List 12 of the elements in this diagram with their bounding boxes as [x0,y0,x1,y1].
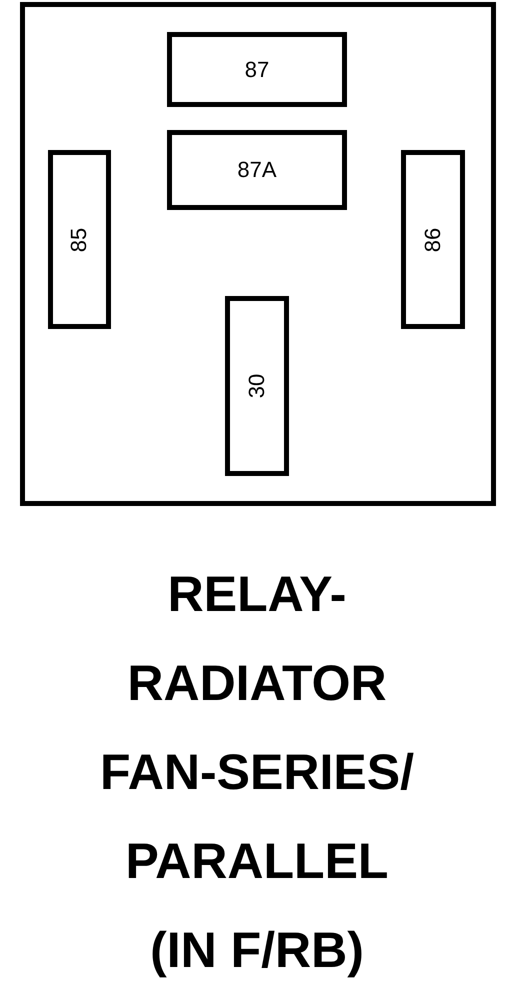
caption: RELAY- RADIATOR FAN-SERIES/ PARALLEL (IN F/RB) [99,565,415,980]
terminal-number: 87A [237,157,277,183]
terminal-number: 30 [244,374,270,398]
relay-outline [20,2,496,506]
terminal-number: 86 [420,227,446,252]
terminal-number: 87 [244,56,270,82]
terminal-slot [167,130,347,210]
terminal-slot [401,150,465,329]
terminal-slot [225,296,289,476]
terminal-number: 85 [66,227,92,252]
terminal-slot [48,150,111,329]
terminal-slot [167,32,347,107]
